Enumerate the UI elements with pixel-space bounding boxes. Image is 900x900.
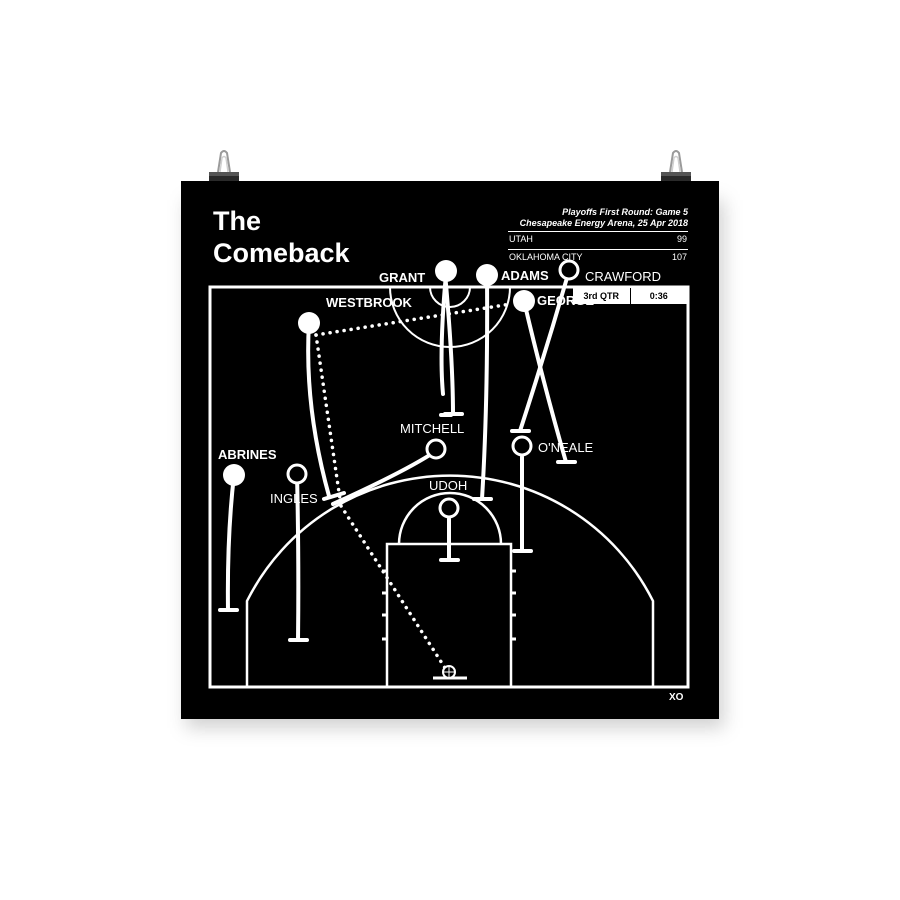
movement-paths <box>218 269 577 642</box>
player-markers <box>223 259 580 519</box>
game-clock: 3rd QTR 0:36 <box>573 288 687 304</box>
court-diagram: GRANT ADAMS CRAWFORD WESTBROOK GEORGE AB… <box>208 259 690 703</box>
player-name-abrines: ABRINES <box>218 447 277 462</box>
score-row-away: UTAH 99 <box>508 231 688 247</box>
player-marker-crawford <box>558 259 580 281</box>
player-name-mitchell: MITCHELL <box>400 421 464 436</box>
home-team: OKLAHOMA CITY <box>509 252 583 262</box>
poster-title-line-1: The <box>213 206 262 236</box>
player-name-adams: ADAMS <box>501 268 549 283</box>
quarter-label: 3rd QTR <box>573 288 631 304</box>
player-name-ingles: INGLES <box>270 491 318 506</box>
time-remaining: 0:36 <box>649 291 668 301</box>
player-marker-ingles <box>286 463 308 485</box>
player-marker-udoh <box>438 497 460 519</box>
pass-paths <box>314 302 513 673</box>
player-name-westbrook: WESTBROOK <box>326 295 413 310</box>
player-marker-grant <box>435 260 457 282</box>
score-row-home: OKLAHOMA CITY 107 <box>508 249 688 265</box>
svg-text:XO: XO <box>669 692 684 703</box>
player-marker-george <box>513 290 535 312</box>
player-name-grant: GRANT <box>379 270 425 285</box>
player-marker-mitchell <box>425 438 447 460</box>
poster-title-line-2: Comeback <box>213 238 350 268</box>
player-name-udoh: UDOH <box>429 478 467 493</box>
center-circle-inner <box>429 287 471 308</box>
away-score: 99 <box>676 234 687 244</box>
away-team: UTAH <box>509 234 533 244</box>
player-name-oneale: O'NEALE <box>538 440 594 455</box>
screen-lines <box>322 491 346 501</box>
player-marker-adams <box>476 264 498 286</box>
game-round: Playoffs First Round: Game 5 <box>562 207 688 217</box>
player-name-crawford: CRAWFORD <box>585 269 661 284</box>
basketball-icon <box>442 665 456 679</box>
player-marker-abrines <box>223 464 245 486</box>
three-point-line <box>245 474 655 687</box>
xo-logo-icon: XO <box>669 692 684 703</box>
player-marker-oneale <box>511 435 533 457</box>
game-venue-date: Chesapeake Energy Arena, 25 Apr 2018 <box>519 218 688 228</box>
poster: GRANT ADAMS CRAWFORD WESTBROOK GEORGE AB… <box>181 181 719 719</box>
lane-hash-marks <box>382 569 516 641</box>
free-throw-arc <box>397 491 503 545</box>
player-marker-westbrook <box>298 312 320 334</box>
game-info-block: Playoffs First Round: Game 5 Chesapeake … <box>508 207 688 265</box>
home-score: 107 <box>671 252 687 262</box>
